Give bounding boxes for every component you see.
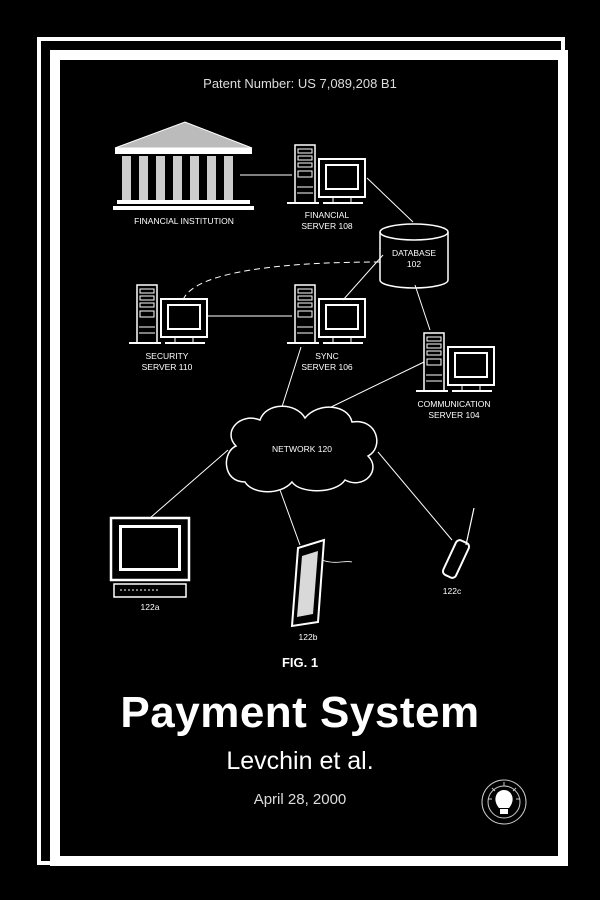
label-database: DATABASE [392,248,436,258]
financial-server-icon [287,145,365,203]
label-database-num: 102 [407,259,421,269]
poster-title: Payment System [0,688,600,738]
figure-label: FIG. 1 [0,655,600,670]
tablet-device-icon [292,540,352,626]
label-communication-server-num: SERVER 104 [428,410,480,420]
label-network: NETWORK 120 [272,444,332,454]
label-client-c: 122c [443,586,462,596]
security-server-icon [129,285,207,343]
label-sync-server-num: SERVER 106 [301,362,353,372]
communication-server-icon [416,333,494,391]
desktop-computer-icon [111,518,189,597]
label-financial-server-num: SERVER 108 [301,221,353,231]
label-sync-server: SYNC [315,351,339,361]
label-client-b: 122b [299,632,318,642]
patent-date: April 28, 2000 [0,791,600,808]
authors: Levchin et al. [0,747,600,776]
sync-server-icon [287,285,365,343]
label-financial-server: FINANCIAL [305,210,350,220]
label-security-server: SECURITY [146,351,189,361]
label-security-server-num: SERVER 110 [142,362,193,372]
label-financial-institution: FINANCIAL INSTITUTION [134,216,234,226]
label-client-a: 122a [141,602,160,612]
mobile-phone-icon [442,508,474,579]
label-communication-server: COMMUNICATION [417,399,490,409]
bank-building-icon [113,122,254,210]
